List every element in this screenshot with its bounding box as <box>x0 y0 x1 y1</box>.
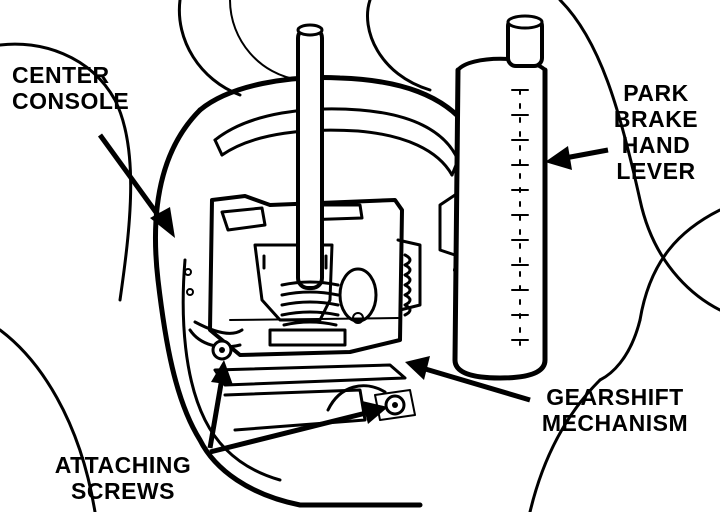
arrow-gearshift <box>405 356 531 403</box>
label-line: ATTACHING <box>54 452 192 478</box>
label-line: SCREWS <box>71 478 175 504</box>
arrow-screw-left <box>207 360 233 449</box>
label-line: PARK <box>623 80 689 106</box>
label-gearshift-mechanism: GEARSHIFT MECHANISM <box>526 384 704 436</box>
attaching-screws <box>193 320 416 421</box>
park-brake-lever <box>438 14 548 381</box>
label-line: LEVER <box>616 158 696 184</box>
label-line: BRAKE <box>613 106 699 132</box>
label-line: MECHANISM <box>541 410 689 436</box>
label-line: CONSOLE <box>12 88 130 114</box>
label-park-brake-hand-lever: PARK BRAKE HAND LEVER <box>606 80 706 184</box>
shift-lever <box>268 23 347 347</box>
arrow-center-console <box>97 133 175 238</box>
leader-arrows <box>97 133 609 455</box>
label-line: GEARSHIFT <box>546 384 684 410</box>
label-line: HAND <box>621 132 691 158</box>
label-center-console: CENTER CONSOLE <box>12 62 129 114</box>
label-line: CENTER <box>12 62 110 88</box>
arrow-park-brake <box>545 146 609 170</box>
arrow-screw-right <box>209 401 388 455</box>
label-attaching-screws: ATTACHING SCREWS <box>38 452 208 504</box>
